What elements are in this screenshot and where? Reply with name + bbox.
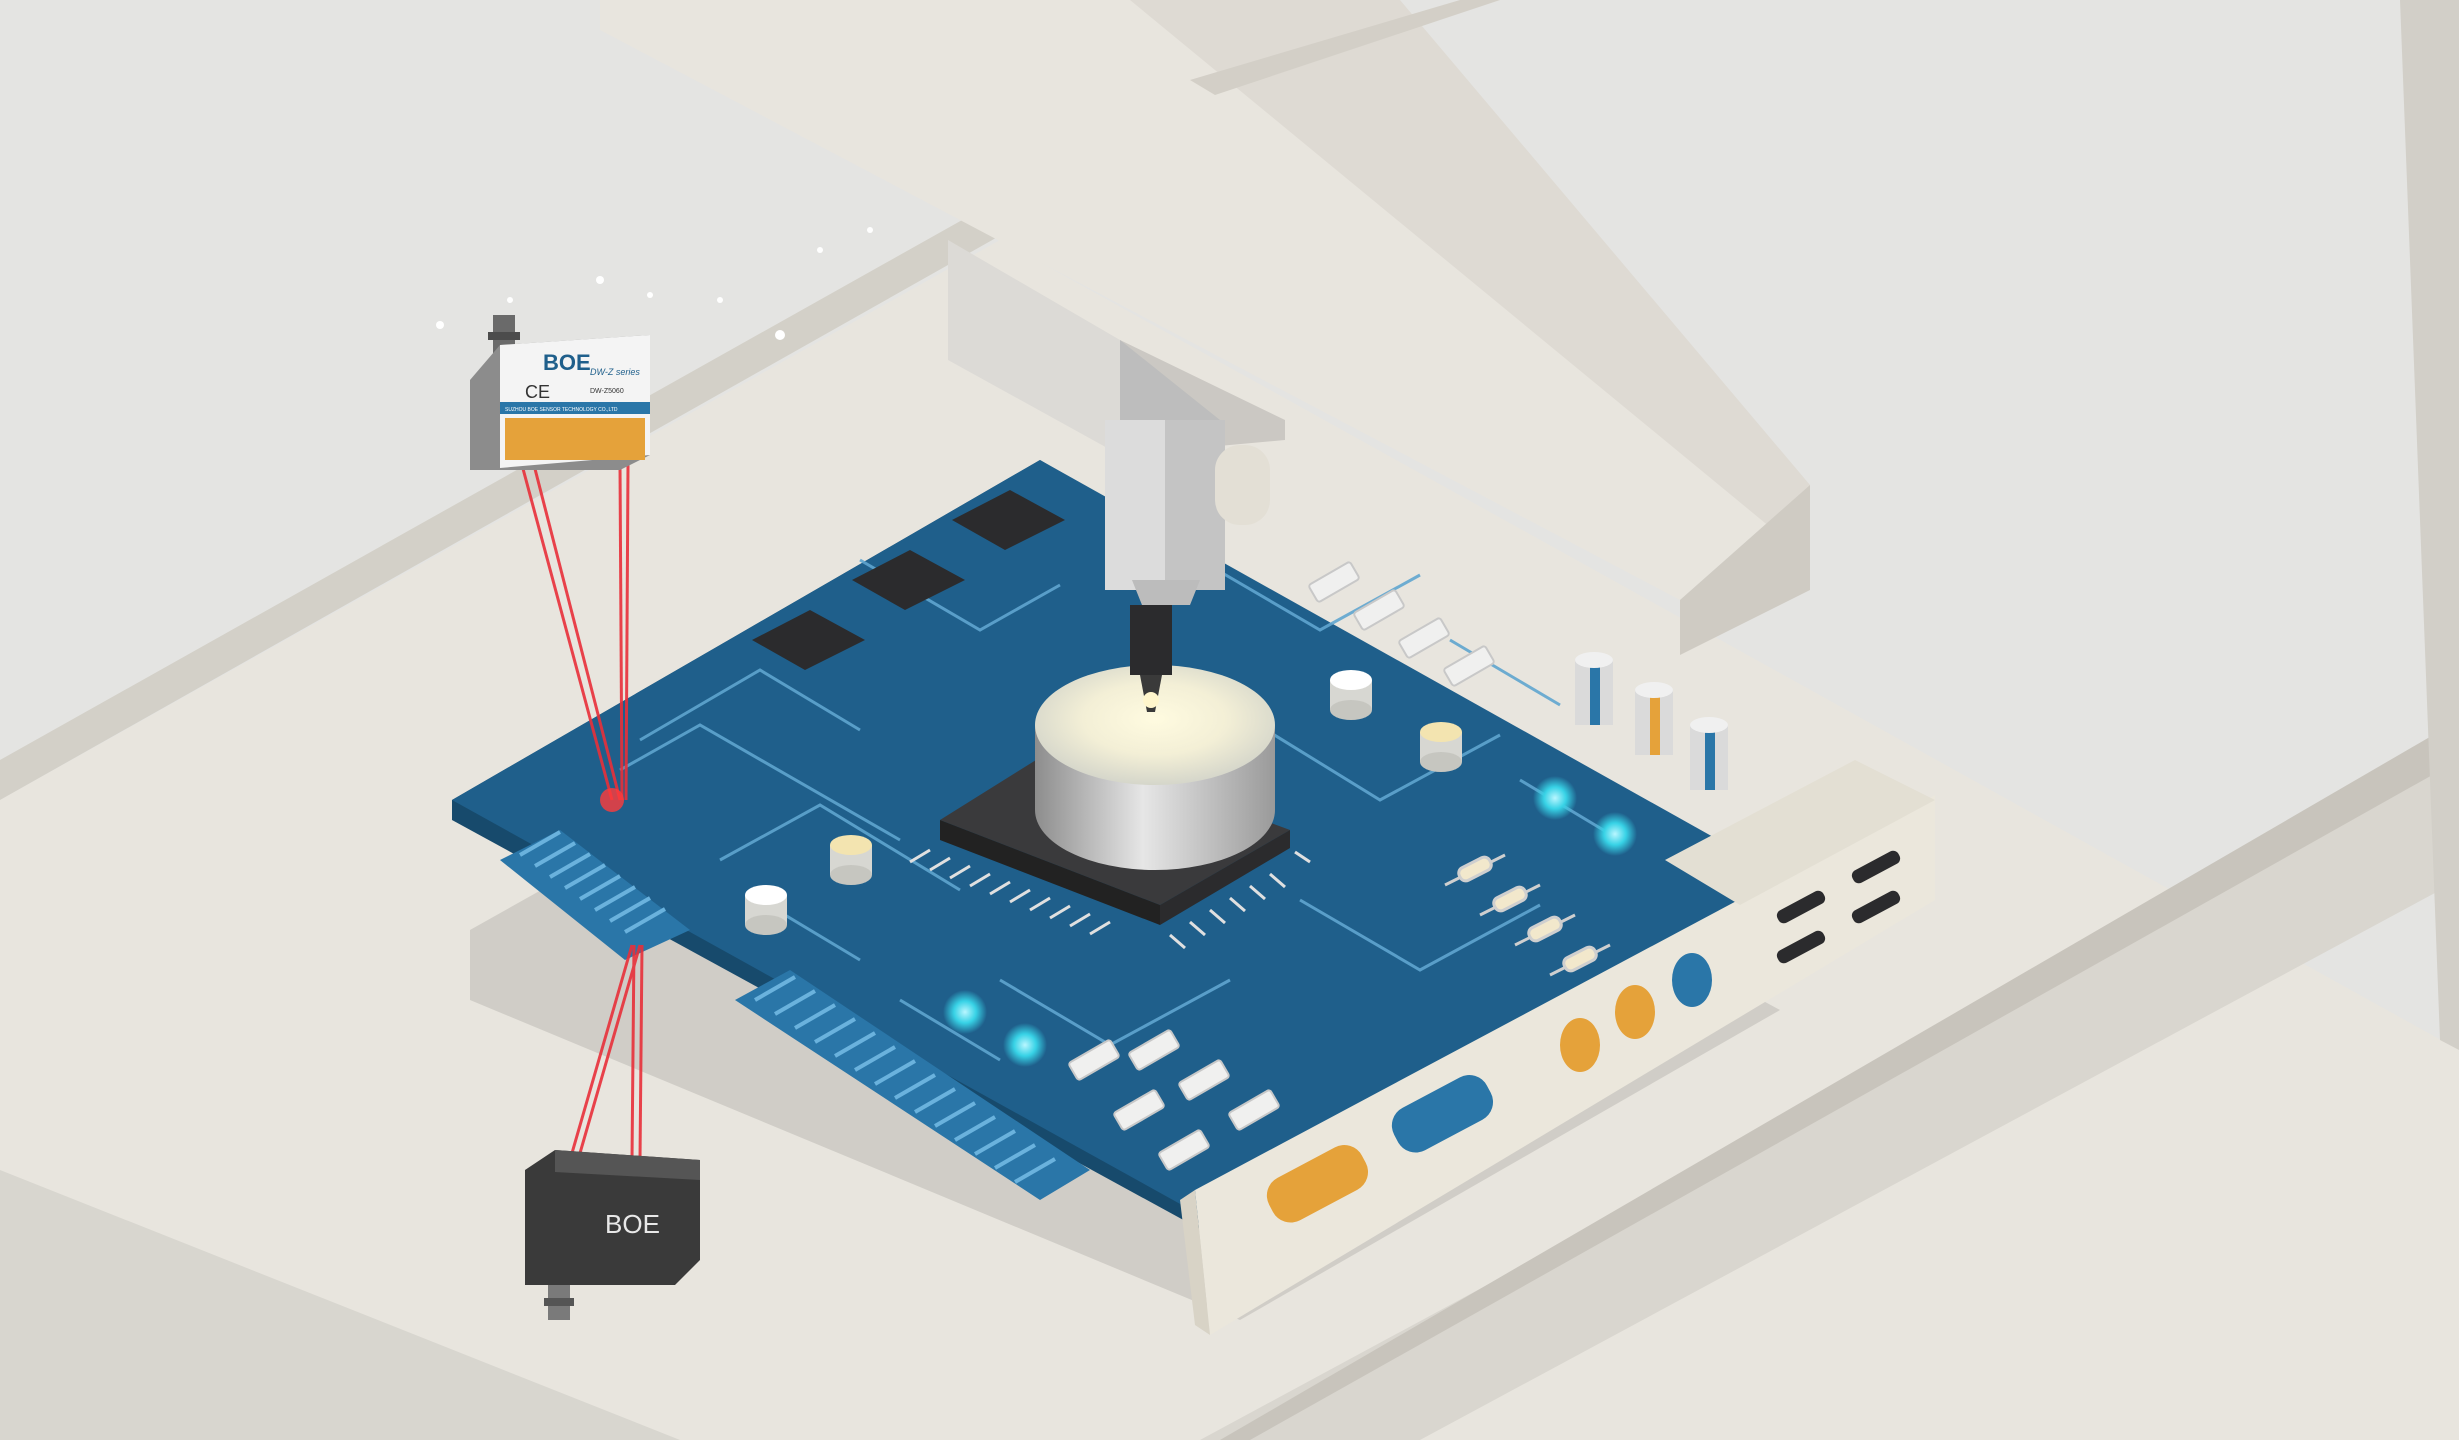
electrolytic-2 bbox=[1635, 682, 1673, 755]
led-1 bbox=[1533, 776, 1577, 820]
smd-6 bbox=[1128, 1029, 1180, 1071]
edge-connector-bottom bbox=[735, 970, 1090, 1200]
smd-5 bbox=[1068, 1039, 1120, 1081]
electrolytic-1 bbox=[1575, 652, 1613, 725]
sparkles bbox=[436, 227, 873, 388]
smd-components bbox=[1068, 561, 1495, 1171]
resistors bbox=[1444, 853, 1611, 977]
io-bracket bbox=[1180, 760, 1935, 1335]
audio-jack-1 bbox=[1560, 1018, 1600, 1072]
glue-drop bbox=[1143, 692, 1159, 708]
smd-3 bbox=[1398, 617, 1450, 659]
capacitor-1 bbox=[1330, 670, 1372, 720]
smd-10 bbox=[1158, 1129, 1210, 1171]
smd-4 bbox=[1443, 645, 1495, 687]
vent-slots bbox=[1776, 850, 1901, 964]
laser-spot bbox=[600, 788, 624, 812]
db-connector-yellow bbox=[1266, 1144, 1369, 1223]
sensor-logo: BOE bbox=[543, 350, 591, 375]
audio-jack-3 bbox=[1672, 953, 1712, 1007]
led-2 bbox=[1593, 812, 1637, 856]
led-4 bbox=[1003, 1023, 1047, 1067]
capacitors bbox=[745, 652, 1728, 935]
chip-1 bbox=[952, 490, 1065, 550]
leds bbox=[943, 776, 1637, 1067]
laser-sensor-bottom: BOE bbox=[525, 1150, 700, 1320]
sensor-bottom-logo: BOE bbox=[605, 1209, 660, 1239]
db-connector-blue bbox=[1391, 1074, 1494, 1153]
chip-2 bbox=[852, 550, 965, 610]
ce-mark: CE bbox=[525, 382, 550, 402]
chip-3 bbox=[752, 610, 865, 670]
smd-8 bbox=[1178, 1059, 1230, 1101]
smd-2 bbox=[1353, 589, 1405, 631]
sensor-maker: SUZHOU BOE SENSOR TECHNOLOGY CO.,LTD bbox=[505, 407, 618, 413]
smd-9 bbox=[1228, 1089, 1280, 1131]
glue-puck bbox=[1035, 665, 1275, 870]
gold-fingers bbox=[519, 830, 1056, 1184]
sensor-series: DW-Z series bbox=[590, 367, 640, 377]
capacitor-3 bbox=[830, 835, 872, 885]
laser-sensor-top: BOE DW-Z series CE DW-Z5060 SUZHOU BOE S… bbox=[470, 315, 650, 470]
gantry-beam bbox=[600, 0, 1810, 655]
edge-connector-left bbox=[500, 830, 690, 960]
dispensing-head bbox=[948, 240, 1285, 712]
led-3 bbox=[943, 990, 987, 1034]
sensor-model: DW-Z5060 bbox=[590, 388, 624, 395]
smd-1 bbox=[1308, 561, 1360, 603]
smd-7 bbox=[1113, 1089, 1165, 1131]
capacitor-2 bbox=[1420, 722, 1462, 772]
laser-beams bbox=[520, 464, 644, 1161]
electrolytic-3 bbox=[1690, 717, 1728, 790]
audio-jack-2 bbox=[1615, 985, 1655, 1039]
capacitor-4 bbox=[745, 885, 787, 935]
memory-chips bbox=[752, 490, 1065, 670]
